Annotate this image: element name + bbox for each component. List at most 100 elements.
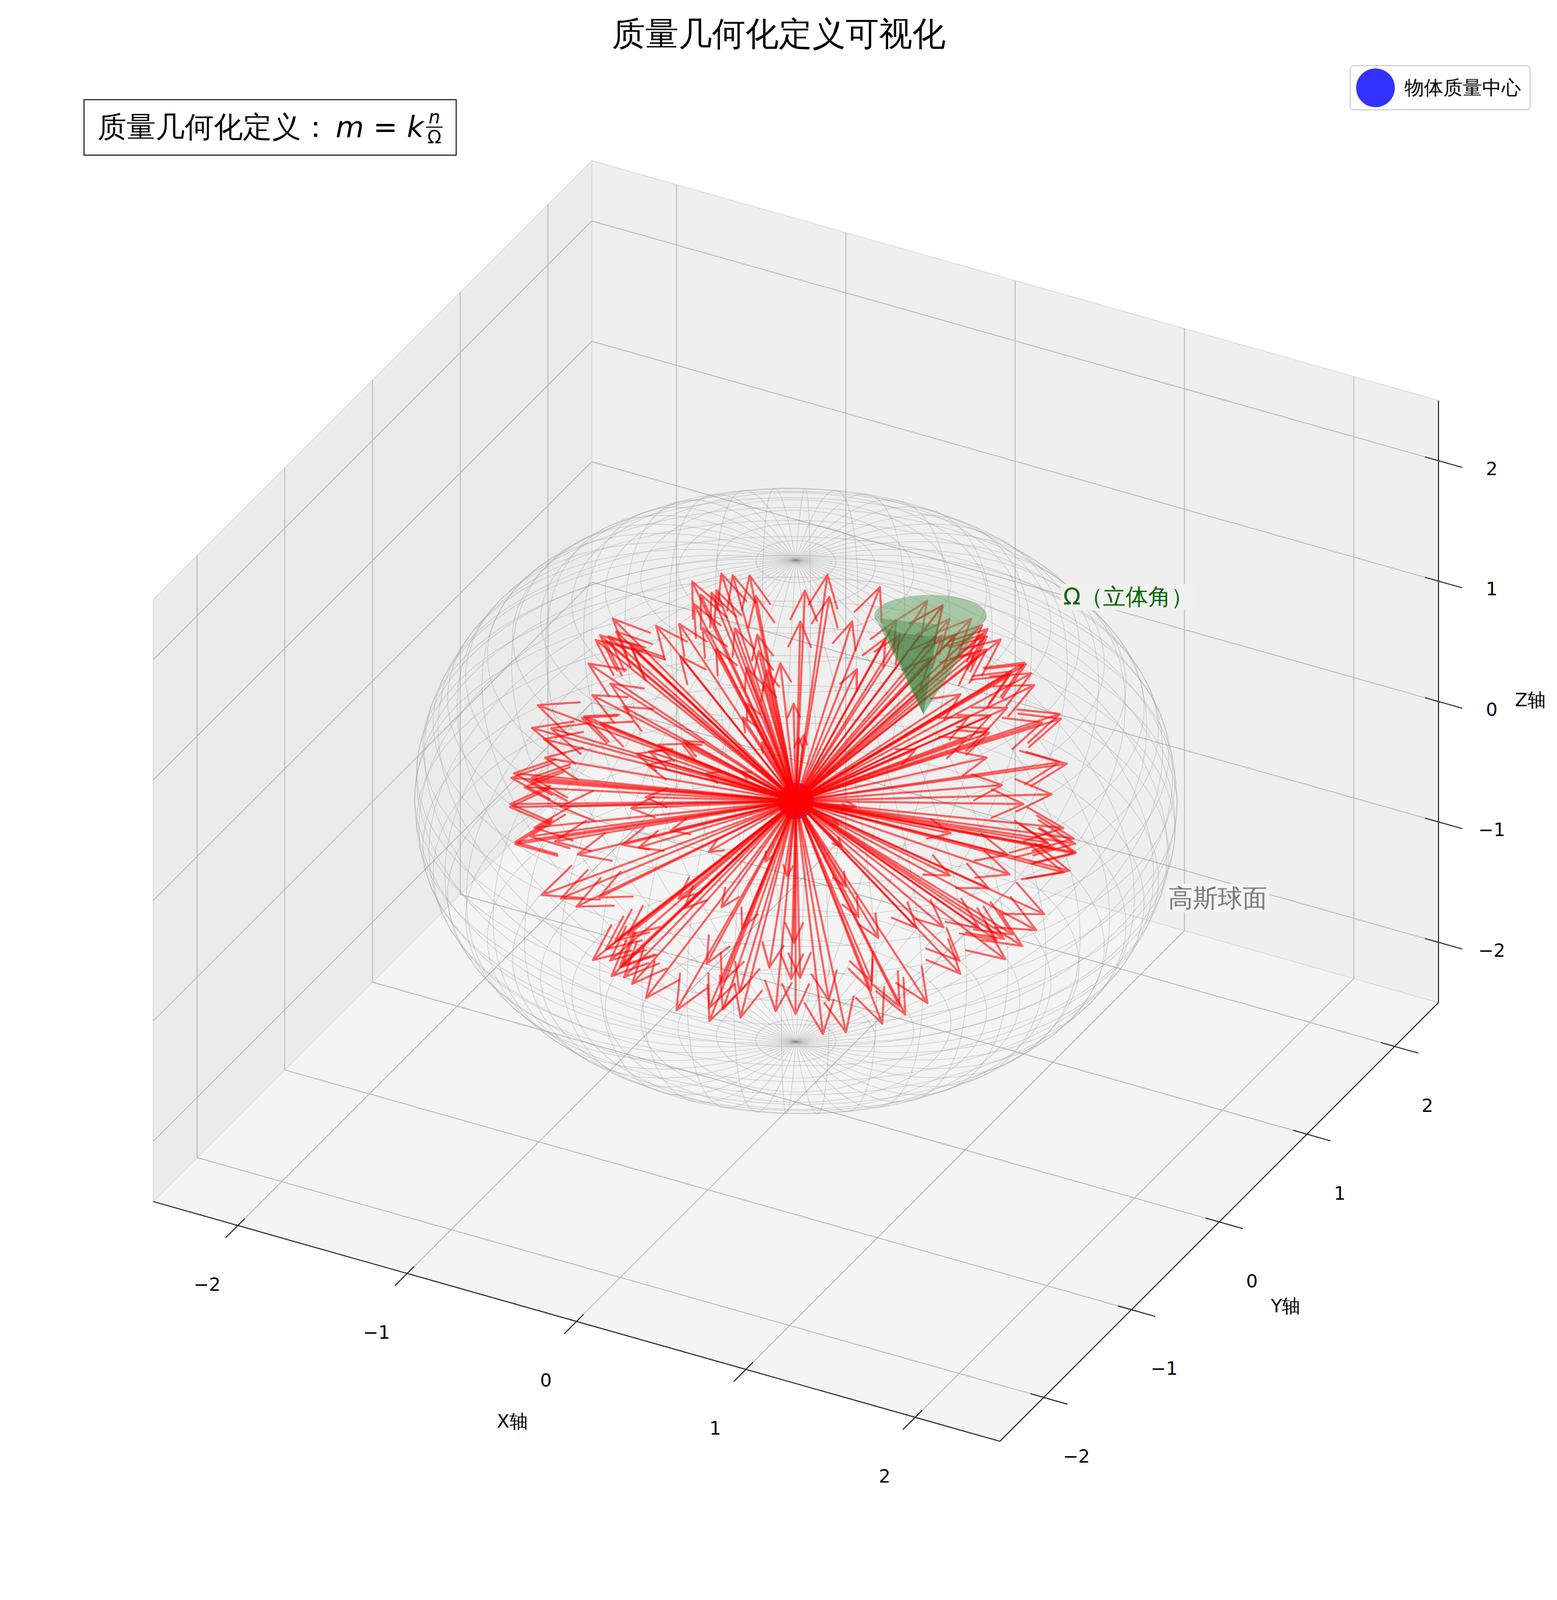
axis-line: [903, 1409, 923, 1430]
sphere-wireframe: [428, 554, 1163, 1047]
sphere-wireframe: [524, 523, 1068, 1078]
legend-box: 物体质量中心: [1349, 65, 1531, 111]
field-arrow: [645, 800, 796, 998]
z-tick-label: 1: [1483, 578, 1500, 600]
field-arrow: [532, 764, 797, 801]
grid-line: [152, 220, 592, 660]
sphere-wireframe: [756, 1019, 836, 1062]
left-pane: [152, 160, 592, 1202]
field-arrow: [796, 707, 1008, 801]
sphere-wireframe: [466, 541, 1126, 1060]
y-tick-label: 0: [1244, 1270, 1261, 1292]
field-arrow: [541, 800, 797, 898]
axis-line: [1118, 1305, 1156, 1317]
sphere-wireframe: [437, 549, 1154, 1053]
grid-line: [1353, 376, 1355, 979]
formula-box: 质量几何化定义：m = knΩ: [83, 99, 457, 156]
field-arrow: [510, 787, 797, 825]
y-tick-label: 2: [1419, 1094, 1436, 1116]
field-arrow: [514, 800, 796, 854]
sphere-wireframe: [641, 499, 950, 1102]
z-tick-label: −1: [1476, 819, 1508, 841]
axis-line: [733, 1362, 753, 1382]
field-arrow: [630, 645, 797, 801]
mass-center-blob: [779, 784, 813, 818]
x-tick-label: 2: [876, 1465, 893, 1487]
x-axis-label: X轴: [494, 1410, 530, 1432]
sphere-wireframe: [416, 559, 1176, 1044]
solid-angle-cone: [874, 594, 987, 715]
field-arrow: [595, 639, 797, 801]
field-arrow: [796, 574, 838, 801]
sphere-wireframe: [599, 506, 993, 1096]
y-tick-label: −1: [1148, 1358, 1181, 1380]
sphere-wireframe: [465, 507, 1127, 854]
sphere-wireframe: [444, 549, 1148, 1053]
z-tick-label: −2: [1476, 939, 1508, 961]
x-tick-label: −1: [360, 1322, 393, 1344]
field-arrow: [796, 800, 1074, 851]
field-arrow: [796, 800, 906, 1015]
sphere-wireframe: [465, 748, 1127, 1095]
field-arrow: [680, 655, 797, 801]
axis-line: [564, 1314, 584, 1334]
field-arrow: [511, 763, 796, 801]
sphere-wireframe: [423, 655, 1169, 1047]
axis-line: [1425, 456, 1463, 468]
field-arrow: [576, 800, 796, 907]
formula-text: 质量几何化定义：: [97, 109, 331, 144]
axis-line: [1380, 1042, 1419, 1053]
field-arrow: [706, 800, 797, 964]
field-arrow: [611, 800, 797, 976]
sphere-wireframe: [511, 524, 1081, 1078]
field-arrow: [796, 675, 1010, 801]
axis-line: [394, 1266, 415, 1286]
field-arrow: [707, 800, 797, 1022]
field-arrow: [612, 618, 797, 801]
field-arrow: [796, 800, 1065, 879]
legend-text: 物体质量中心: [1404, 74, 1521, 102]
field-arrow: [762, 800, 797, 968]
sphere-wireframe: [482, 533, 1110, 1069]
grid-line: [459, 292, 462, 895]
sphere-wireframe: [457, 541, 1135, 1060]
sphere-wireframe: [416, 626, 1175, 1025]
formula-part: 质量几何化定义：: [97, 109, 331, 145]
field-arrow: [694, 604, 797, 801]
field-arrow: [545, 747, 797, 801]
field-arrow: [710, 592, 797, 801]
formula-text: m = k: [335, 109, 424, 144]
formula-text: n: [426, 107, 444, 129]
field-arrow: [741, 800, 797, 929]
field-arrow: [796, 800, 859, 917]
field-arrow: [796, 800, 900, 1007]
axis-line: [1205, 1217, 1244, 1229]
grid-line: [152, 341, 592, 780]
legend-swatch: [1356, 68, 1395, 107]
grid-line: [591, 220, 1439, 461]
axis-line: [1000, 1002, 1439, 1441]
field-arrow: [708, 800, 796, 1008]
gauss-sphere-label: 高斯球面: [1165, 883, 1270, 913]
field-arrow: [796, 619, 897, 801]
sphere-wireframe: [433, 685, 1159, 1066]
grid-line: [1184, 328, 1186, 931]
legend-row: 物体质量中心: [1355, 67, 1521, 109]
axis-line: [1425, 818, 1463, 829]
sphere-wireframe: [756, 540, 836, 583]
field-arrow: [592, 694, 797, 801]
field-arrow: [796, 636, 988, 801]
chart-title: 质量几何化定义可视化: [611, 14, 946, 53]
cone-base: [874, 594, 987, 636]
z-tick-label: 2: [1483, 458, 1500, 480]
field-arrow: [796, 800, 980, 928]
field-arrow: [788, 800, 811, 978]
field-arrow: [796, 800, 1045, 914]
field-arrow: [683, 740, 797, 801]
axis-line: [1425, 697, 1463, 709]
sphere-wireframe: [414, 560, 1178, 1042]
field-arrow: [616, 631, 797, 801]
x-tick-label: 1: [707, 1418, 724, 1440]
y-axis-label: Y轴: [1268, 1295, 1303, 1317]
